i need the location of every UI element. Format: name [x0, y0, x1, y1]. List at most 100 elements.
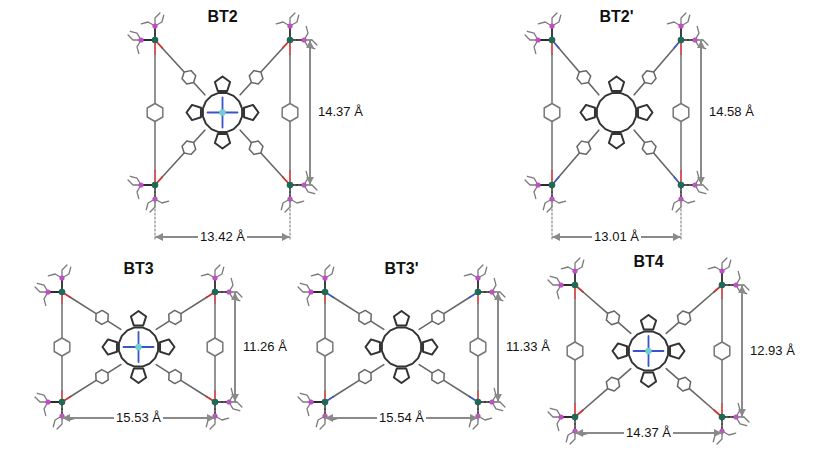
linker-bond	[240, 130, 251, 142]
pyrrole-ring	[187, 105, 201, 120]
linker-bond	[194, 83, 205, 95]
dimension-leader	[482, 401, 502, 402]
linker-bond	[61, 303, 63, 338]
molecule	[298, 265, 505, 429]
phosphorus-atom	[308, 289, 313, 294]
linker-bond	[666, 369, 678, 380]
linker-bond	[551, 55, 553, 104]
platinum-atom	[59, 289, 66, 296]
pyrrole-ring	[641, 315, 656, 329]
dimension-leader	[324, 406, 325, 422]
phosphorus-atom	[475, 275, 480, 280]
phosphorus-atom	[138, 182, 143, 187]
linker-bond	[156, 365, 169, 373]
linker-bond	[574, 298, 576, 342]
linker-bond	[324, 356, 326, 391]
dimension-leader	[680, 189, 681, 241]
phosphorus-atom	[549, 23, 554, 28]
linker-bond	[108, 321, 121, 329]
phenyl-ring	[169, 370, 181, 384]
platinum-atom	[572, 414, 579, 421]
zinc-atom	[135, 344, 141, 350]
phosphorus-atom	[308, 399, 313, 404]
pyrrole-ring	[131, 369, 146, 383]
dimension-leader	[551, 189, 552, 241]
dimension-leader	[685, 39, 705, 40]
dimension-label: 13.01 Å	[592, 230, 641, 245]
linker-bond	[261, 153, 283, 177]
linker-bond	[690, 292, 715, 313]
phenyl-ring	[577, 71, 591, 84]
dimension-leader	[219, 291, 239, 292]
phenyl-ring	[359, 370, 371, 384]
molecule-name: BT3	[123, 260, 153, 278]
linker-bond	[261, 48, 283, 72]
linker-bond	[289, 122, 291, 171]
linker-bond	[70, 297, 96, 313]
dimension-leader	[721, 421, 722, 437]
platinum-atom	[287, 37, 294, 44]
dimension-label: 14.37 Å	[624, 426, 673, 441]
linker-bond	[333, 297, 359, 313]
linker-bond	[444, 297, 470, 313]
linker-bond	[419, 365, 432, 373]
dimension-leader	[294, 184, 314, 185]
pyrrole-ring	[670, 343, 684, 358]
phosphorus-atom	[152, 23, 157, 28]
linker-bond	[194, 130, 205, 142]
phenyl-ring	[249, 71, 263, 84]
phenyl-ring	[567, 342, 583, 360]
dimension-label: 11.33 Å	[504, 340, 552, 355]
phenyl-ring	[317, 338, 333, 356]
platinum-atom	[549, 37, 556, 44]
linker-bond	[654, 153, 675, 177]
phenyl-ring	[642, 141, 656, 154]
pyrrole-ring	[609, 134, 624, 148]
dimension-arrow	[309, 41, 311, 184]
phosphorus-atom	[287, 23, 292, 28]
zinc-atom	[645, 348, 651, 354]
linker-bond	[559, 153, 580, 177]
platinum-atom	[322, 289, 329, 296]
phenyl-ring	[606, 311, 619, 325]
platinum-atom	[152, 37, 159, 44]
linker-bond	[70, 380, 96, 396]
platinum-atom	[152, 182, 159, 189]
platinum-atom	[572, 282, 579, 289]
molecule	[35, 265, 242, 429]
dimension-arrow	[234, 293, 236, 401]
phenyl-ring	[169, 310, 181, 324]
phenyl-ring	[544, 104, 560, 122]
platinum-atom	[212, 289, 219, 296]
phenyl-ring	[359, 310, 371, 324]
linker-bond	[589, 83, 599, 95]
dimension-leader	[154, 189, 155, 241]
dimension-label: 14.58 Å	[707, 105, 756, 120]
linker-bond	[444, 380, 470, 396]
phenyl-ring	[182, 71, 196, 84]
linker-bond	[214, 303, 216, 338]
phenyl-ring	[606, 377, 619, 391]
phenyl-ring	[714, 342, 730, 360]
linker-bond	[634, 83, 644, 95]
linker-bond	[214, 356, 216, 391]
platinum-atom	[719, 282, 726, 289]
phosphorus-atom	[535, 37, 540, 42]
linker-bond	[721, 360, 723, 404]
dimension-label: 13.42 Å	[198, 230, 247, 245]
dimension-leader	[477, 406, 478, 422]
molecule	[525, 13, 708, 241]
pyrrole-ring	[394, 369, 409, 383]
linker-bond	[324, 303, 326, 338]
dimension-leader	[685, 184, 705, 185]
linker-bond	[634, 130, 644, 142]
platinum-atom	[678, 182, 685, 189]
phenyl-ring	[54, 338, 70, 356]
pyrrole-ring	[609, 77, 624, 91]
phenyl-ring	[642, 71, 656, 84]
phenyl-ring	[282, 104, 298, 122]
linker-bond	[371, 365, 384, 373]
pyrrole-ring	[394, 311, 409, 325]
pyrrole-ring	[215, 134, 230, 148]
